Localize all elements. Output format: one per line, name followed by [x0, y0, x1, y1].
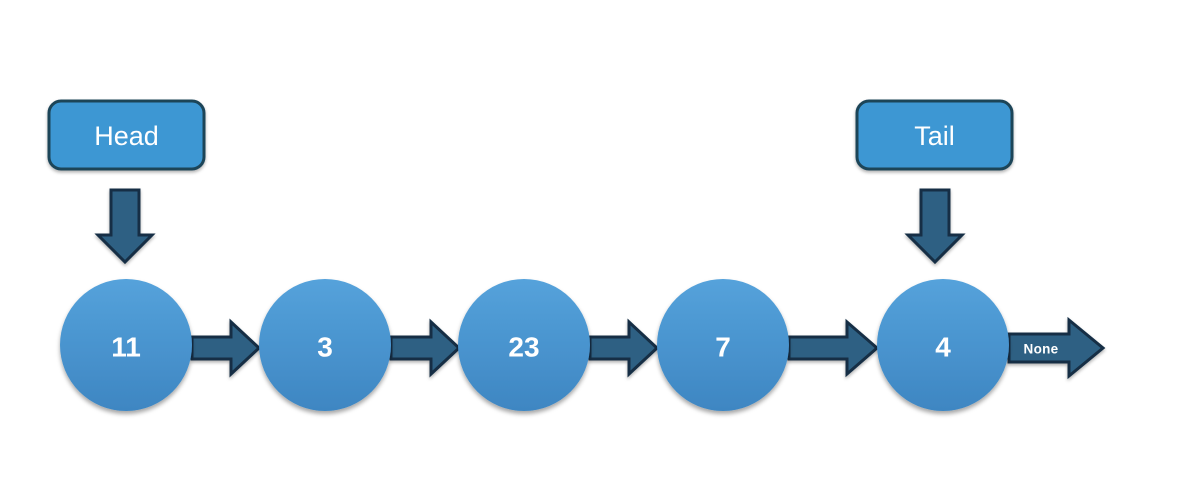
node-circle — [877, 279, 1009, 411]
head-label-box — [47, 99, 206, 171]
tail-label: Tail — [914, 121, 955, 151]
next-arrow-icon — [787, 318, 880, 378]
node-value: 23 — [508, 332, 539, 363]
node-circle — [657, 279, 789, 411]
next-arrow-icon — [389, 318, 462, 378]
node-value: 7 — [715, 332, 731, 363]
head-pointer: Head — [47, 99, 206, 265]
tail-pointer: Tail — [855, 99, 1014, 265]
node: 11 — [60, 279, 192, 411]
head-label: Head — [94, 121, 159, 151]
node-circle — [259, 279, 391, 411]
node: 4 — [877, 279, 1009, 411]
node-circle — [60, 279, 192, 411]
next-arrow-icon — [588, 318, 660, 378]
node-value: 4 — [935, 332, 951, 363]
next-arrow-icon — [190, 318, 262, 378]
node-value: 11 — [111, 332, 141, 363]
none-arrow-icon — [1007, 316, 1106, 380]
tail-down-arrow-icon — [904, 188, 966, 265]
none-label: None — [1024, 342, 1059, 357]
node: 3 — [259, 279, 391, 411]
node: 7 — [657, 279, 789, 411]
node-value: 3 — [317, 332, 333, 363]
head-down-arrow-icon — [94, 188, 156, 265]
tail-label-box — [855, 99, 1014, 171]
node-circle — [458, 279, 590, 411]
none-pointer: None — [1007, 316, 1106, 380]
node: 23 — [458, 279, 590, 411]
